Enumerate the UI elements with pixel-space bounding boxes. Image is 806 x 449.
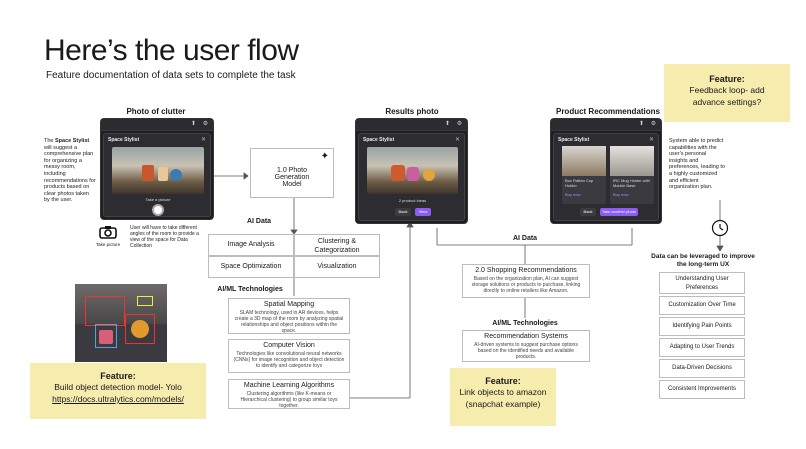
app-modal-products: Space Stylist ✕ Box Rattan Cup Holder Bu… [553, 133, 659, 221]
app-modal-results: Space Stylist ✕ 2 product ideas Back Vie… [358, 133, 465, 221]
take-picture-label: Take a picture [145, 197, 171, 202]
ai-data-cell-visualization: Visualization [294, 256, 380, 278]
sparkle-icon: ✦ [320, 151, 329, 162]
product-1-name: Box Rattan Cup Holder [565, 178, 594, 188]
back-button[interactable]: Back [580, 208, 596, 216]
long-term-item: Understanding User Preferences [659, 272, 745, 294]
section-title-product-recommendations: Product Recommendations [555, 107, 660, 116]
app-name-bold: Space Stylist [55, 138, 90, 144]
app-name: Space Stylist [558, 137, 590, 143]
product-card-2[interactable]: IRC Mug Holder with Marble Base Buy now [610, 146, 654, 204]
long-term-item: Consistent Improvements [659, 380, 745, 399]
long-term-item: Data-Driven Decisions [659, 359, 745, 378]
product-ideas-label: 2 product ideas [398, 198, 427, 203]
clutter-photo [112, 147, 204, 194]
app-screen-results-photo: ⬆ ⚙ Space Stylist ✕ 2 product ideas Back … [355, 118, 468, 224]
yolo-docs-link[interactable]: https://docs.ultralytics.com/models/ [52, 394, 184, 404]
app-name: Space Stylist [363, 137, 395, 143]
long-term-item: Identifying Pain Points [659, 317, 745, 336]
spatial-mapping-title: Spatial Mapping [263, 301, 315, 308]
close-icon[interactable]: ✕ [648, 137, 654, 143]
ai-data-label-1: AI Data [246, 218, 272, 225]
section-title-photo-of-clutter: Photo of clutter [126, 107, 186, 116]
page-title: Here’s the user flow [44, 34, 299, 67]
computer-vision-box: Computer Vision Technologies like convol… [228, 339, 350, 373]
feature-yolo-callout: Feature: Build object detection model- Y… [30, 363, 206, 419]
section-title-results-photo: Results photo [385, 107, 439, 116]
aiml-label-1: AI/ML Technologies [217, 286, 283, 293]
back-button[interactable]: Back [395, 208, 411, 216]
clock-icon [711, 219, 729, 237]
feature-amazon-body: Link objects to amazon (snapchat example… [459, 387, 547, 409]
shutter-button[interactable] [152, 204, 164, 216]
photo-gen-title: 1.0 Photo Generation Model [274, 167, 310, 188]
intro-note: The Space Stylist will suggest a compreh… [44, 138, 96, 204]
close-icon[interactable]: ✕ [454, 137, 460, 143]
ai-data-cell-clustering: Clustering & Categorization [294, 234, 380, 256]
app-screen-photo-of-clutter: ⬆ ⚙ Space Stylist ✕ Take a picture [100, 118, 214, 220]
gear-icon[interactable]: ⚙ [456, 121, 463, 127]
shopping-title: 2.0 Shopping Recommendations [475, 267, 577, 274]
angles-note: User will have to take different angles … [130, 225, 199, 249]
close-icon[interactable]: ✕ [200, 137, 206, 143]
long-term-heading: Data can be leveraged to improve the lon… [651, 253, 755, 268]
product-card-1[interactable]: Box Rattan Cup Holder Buy now [562, 146, 606, 204]
ml-algorithms-title: Machine Learning Algorithms [243, 382, 335, 389]
take-another-photo-button[interactable]: Take another photo [600, 208, 638, 216]
long-term-item: Adapting to User Trends [659, 338, 745, 357]
recommendation-desc: AI-driven systems to suggest purchase op… [474, 342, 578, 360]
page-subtitle: Feature documentation of data sets to co… [46, 70, 296, 81]
feature-amazon-callout: Feature: Link objects to amazon (snapcha… [450, 368, 556, 426]
gear-icon[interactable]: ⚙ [650, 121, 657, 127]
aiml-label-2: AI/ML Technologies [492, 320, 558, 327]
shopping-desc: Based on the organization plan, AI can s… [471, 276, 581, 294]
upload-icon[interactable]: ⬆ [638, 121, 645, 127]
product-1-buy[interactable]: Buy now [565, 192, 581, 197]
camera-icon[interactable] [99, 225, 117, 239]
personalization-note: System able to predict capabilities with… [669, 138, 725, 191]
upload-icon[interactable]: ⬆ [444, 121, 451, 127]
feature-feedback-body: Feedback loop- add advance settings? [689, 85, 765, 107]
feature-amazon-title: Feature: [485, 376, 521, 386]
photo-generation-model-box: ✦ 1.0 Photo Generation Model [250, 148, 334, 198]
app-screen-product-recommendations: ⬆ ⚙ Space Stylist ✕ Box Rattan Cup Holder… [550, 118, 662, 224]
take-picture-caption: Take picture [95, 242, 121, 247]
product-2-buy[interactable]: Buy now [613, 192, 629, 197]
view-button[interactable]: View [415, 208, 431, 216]
spatial-mapping-desc: SLAM technology, used in AR devices, hel… [234, 310, 344, 334]
long-term-item: Customization Over Time [659, 296, 745, 315]
spatial-mapping-box: Spatial Mapping SLAM technology, used in… [228, 298, 350, 334]
app-modal: Space Stylist ✕ Take a picture [103, 133, 211, 217]
app-name: Space Stylist [108, 137, 140, 143]
recommendation-systems-box: Recommendation Systems AI-driven systems… [462, 330, 590, 362]
ai-data-cell-image-analysis: Image Analysis [208, 234, 294, 256]
product-2-name: IRC Mug Holder with Marble Base [613, 178, 650, 188]
feature-yolo-body: Build object detection model- Yolo [54, 382, 182, 392]
computer-vision-desc: Technologies like convolutional neural n… [233, 351, 345, 369]
feature-yolo-title: Feature: [100, 371, 136, 381]
ai-data-cell-space-optimization: Space Optimization [208, 256, 294, 278]
object-detection-image [75, 284, 167, 362]
ml-algorithms-desc: Clustering algorithms (like K-means or H… [240, 391, 338, 409]
shopping-recommendations-box: 2.0 Shopping Recommendations Based on th… [462, 264, 590, 298]
results-photo [367, 147, 458, 194]
feature-feedback-title: Feature: [709, 74, 745, 84]
ai-data-label-2: AI Data [512, 235, 538, 242]
ml-algorithms-box: Machine Learning Algorithms Clustering a… [228, 379, 350, 409]
gear-icon[interactable]: ⚙ [202, 121, 209, 127]
upload-icon[interactable]: ⬆ [190, 121, 197, 127]
computer-vision-title: Computer Vision [263, 342, 315, 349]
feature-feedback-callout: Feature: Feedback loop- add advance sett… [664, 64, 790, 122]
recommendation-title: Recommendation Systems [484, 333, 568, 340]
